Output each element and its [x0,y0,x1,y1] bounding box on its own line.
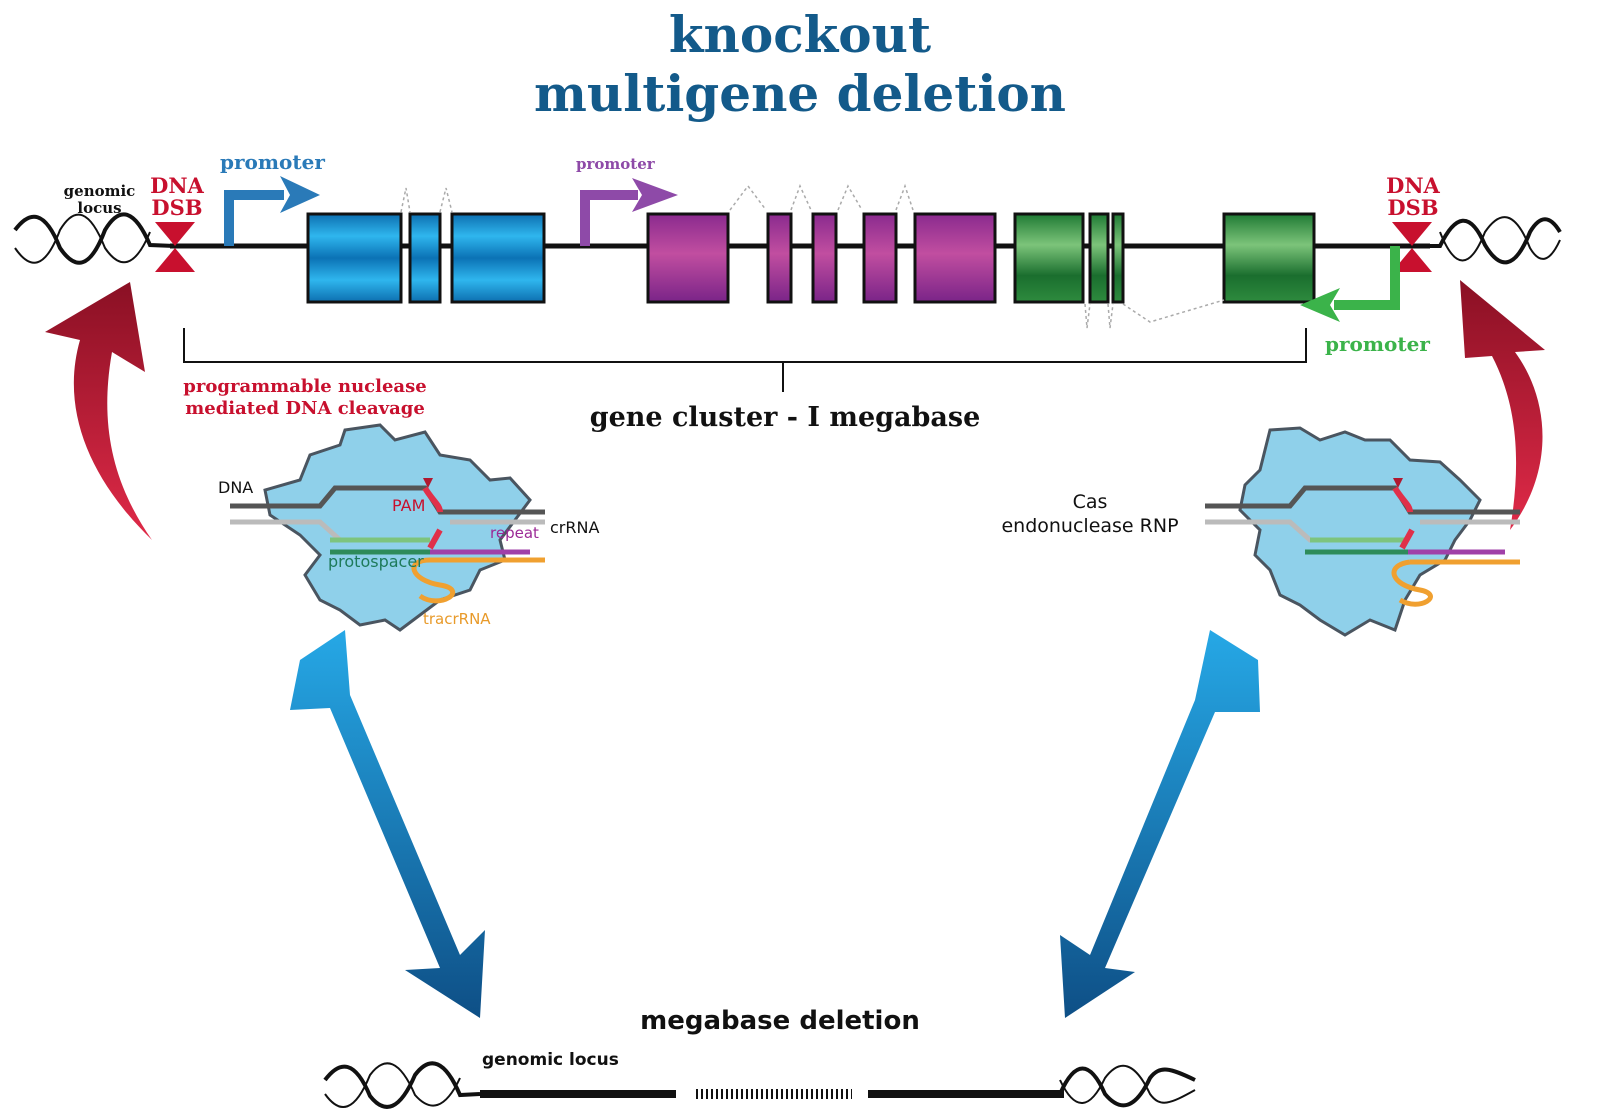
cleavage-label-line1: programmable nuclease [183,376,427,397]
bottom-genomic-locus [323,1061,1196,1109]
promoter-arrow-purple [580,178,678,246]
gene-cluster-bracket [183,328,1307,392]
cas-protein-right [1238,426,1482,637]
promoter-label-green: promoter [1325,332,1430,356]
exon-purple-5 [913,212,997,304]
rnp-label-dna: DNA [218,478,254,497]
exon-blue-1 [306,212,403,304]
gene-purple-exons [646,212,997,304]
genomic-locus-line2: locus [77,199,122,217]
dsb-label-left: DNA DSB [142,175,212,219]
genomic-locus-line1: genomic [63,182,136,200]
exon-green-4 [1222,212,1316,304]
locus-segment-right [868,1090,1064,1098]
gene-blue-exons [306,212,546,304]
title-line-1: knockout [668,5,932,64]
gene-green-exons [1013,212,1316,304]
dna-helix-bottom-right [1058,1064,1196,1108]
dna-helix-right [1425,216,1562,265]
dsb-right-line1: DNA [1386,173,1440,198]
splice-lines-blue [400,187,453,213]
cleavage-label: programmable nuclease mediated DNA cleav… [150,376,460,420]
title-line-2: multigene deletion [533,64,1067,123]
exon-purple-3 [811,212,838,304]
exon-blue-3 [450,212,546,304]
dsb-marker-right [1392,222,1432,272]
splice-lines-purple [729,183,914,211]
promoter-arrow-blue [224,176,320,246]
blue-arrow-right [1060,630,1260,1018]
cas-rnp-left [230,423,545,632]
rnp-label-pam: PAM [392,496,426,515]
locus-segment-left [480,1090,676,1098]
promoter-arrow-green [1300,246,1400,322]
promoter-label-blue: promoter [220,150,325,174]
cleavage-label-line2: mediated DNA cleavage [185,398,425,419]
dna-helix-bottom-left [323,1061,481,1109]
gene-cluster-label: gene cluster - I megabase [589,402,981,433]
rnp-label-crrna: crRNA [550,518,600,537]
megabase-deletion-label: megabase deletion [640,1006,920,1036]
blue-arrow-left [290,630,485,1018]
top-genomic-locus [13,176,1562,392]
rnp-label-repeat: repeat [490,524,539,542]
cas-protein-left [263,423,532,632]
dsb-marker-left [155,222,195,272]
dsb-left-line1: DNA [150,173,204,198]
cas-rnp-label: Cas endonuclease RNP [985,490,1195,538]
dsb-left-line2: DSB [151,195,203,220]
genomic-locus-label-bottom: genomic locus [482,1050,619,1070]
dna-helix-left [13,212,176,265]
dsb-label-right: DNA DSB [1378,175,1448,219]
exon-green-3 [1111,212,1125,304]
red-arrow-left [45,282,152,540]
exon-purple-4 [862,212,898,304]
exon-purple-2 [766,212,793,304]
rnp-label-protospacer: protospacer [328,552,424,571]
red-arrow-right [1460,280,1545,530]
exon-green-1 [1013,212,1085,304]
promoter-label-purple: promoter [576,155,655,173]
splice-lines-green [1084,299,1225,329]
cas-rnp-label-line1: Cas [1072,491,1108,513]
exon-purple-1 [646,212,730,304]
rnp-label-tracrrna: tracrRNA [423,610,491,628]
genomic-locus-label-top: genomic locus [52,183,147,217]
cas-rnp-right [1205,426,1520,637]
dsb-right-line2: DSB [1387,195,1439,220]
exon-green-2 [1088,212,1110,304]
exon-blue-2 [408,212,442,304]
cas-rnp-label-line2: endonuclease RNP [1001,515,1179,537]
